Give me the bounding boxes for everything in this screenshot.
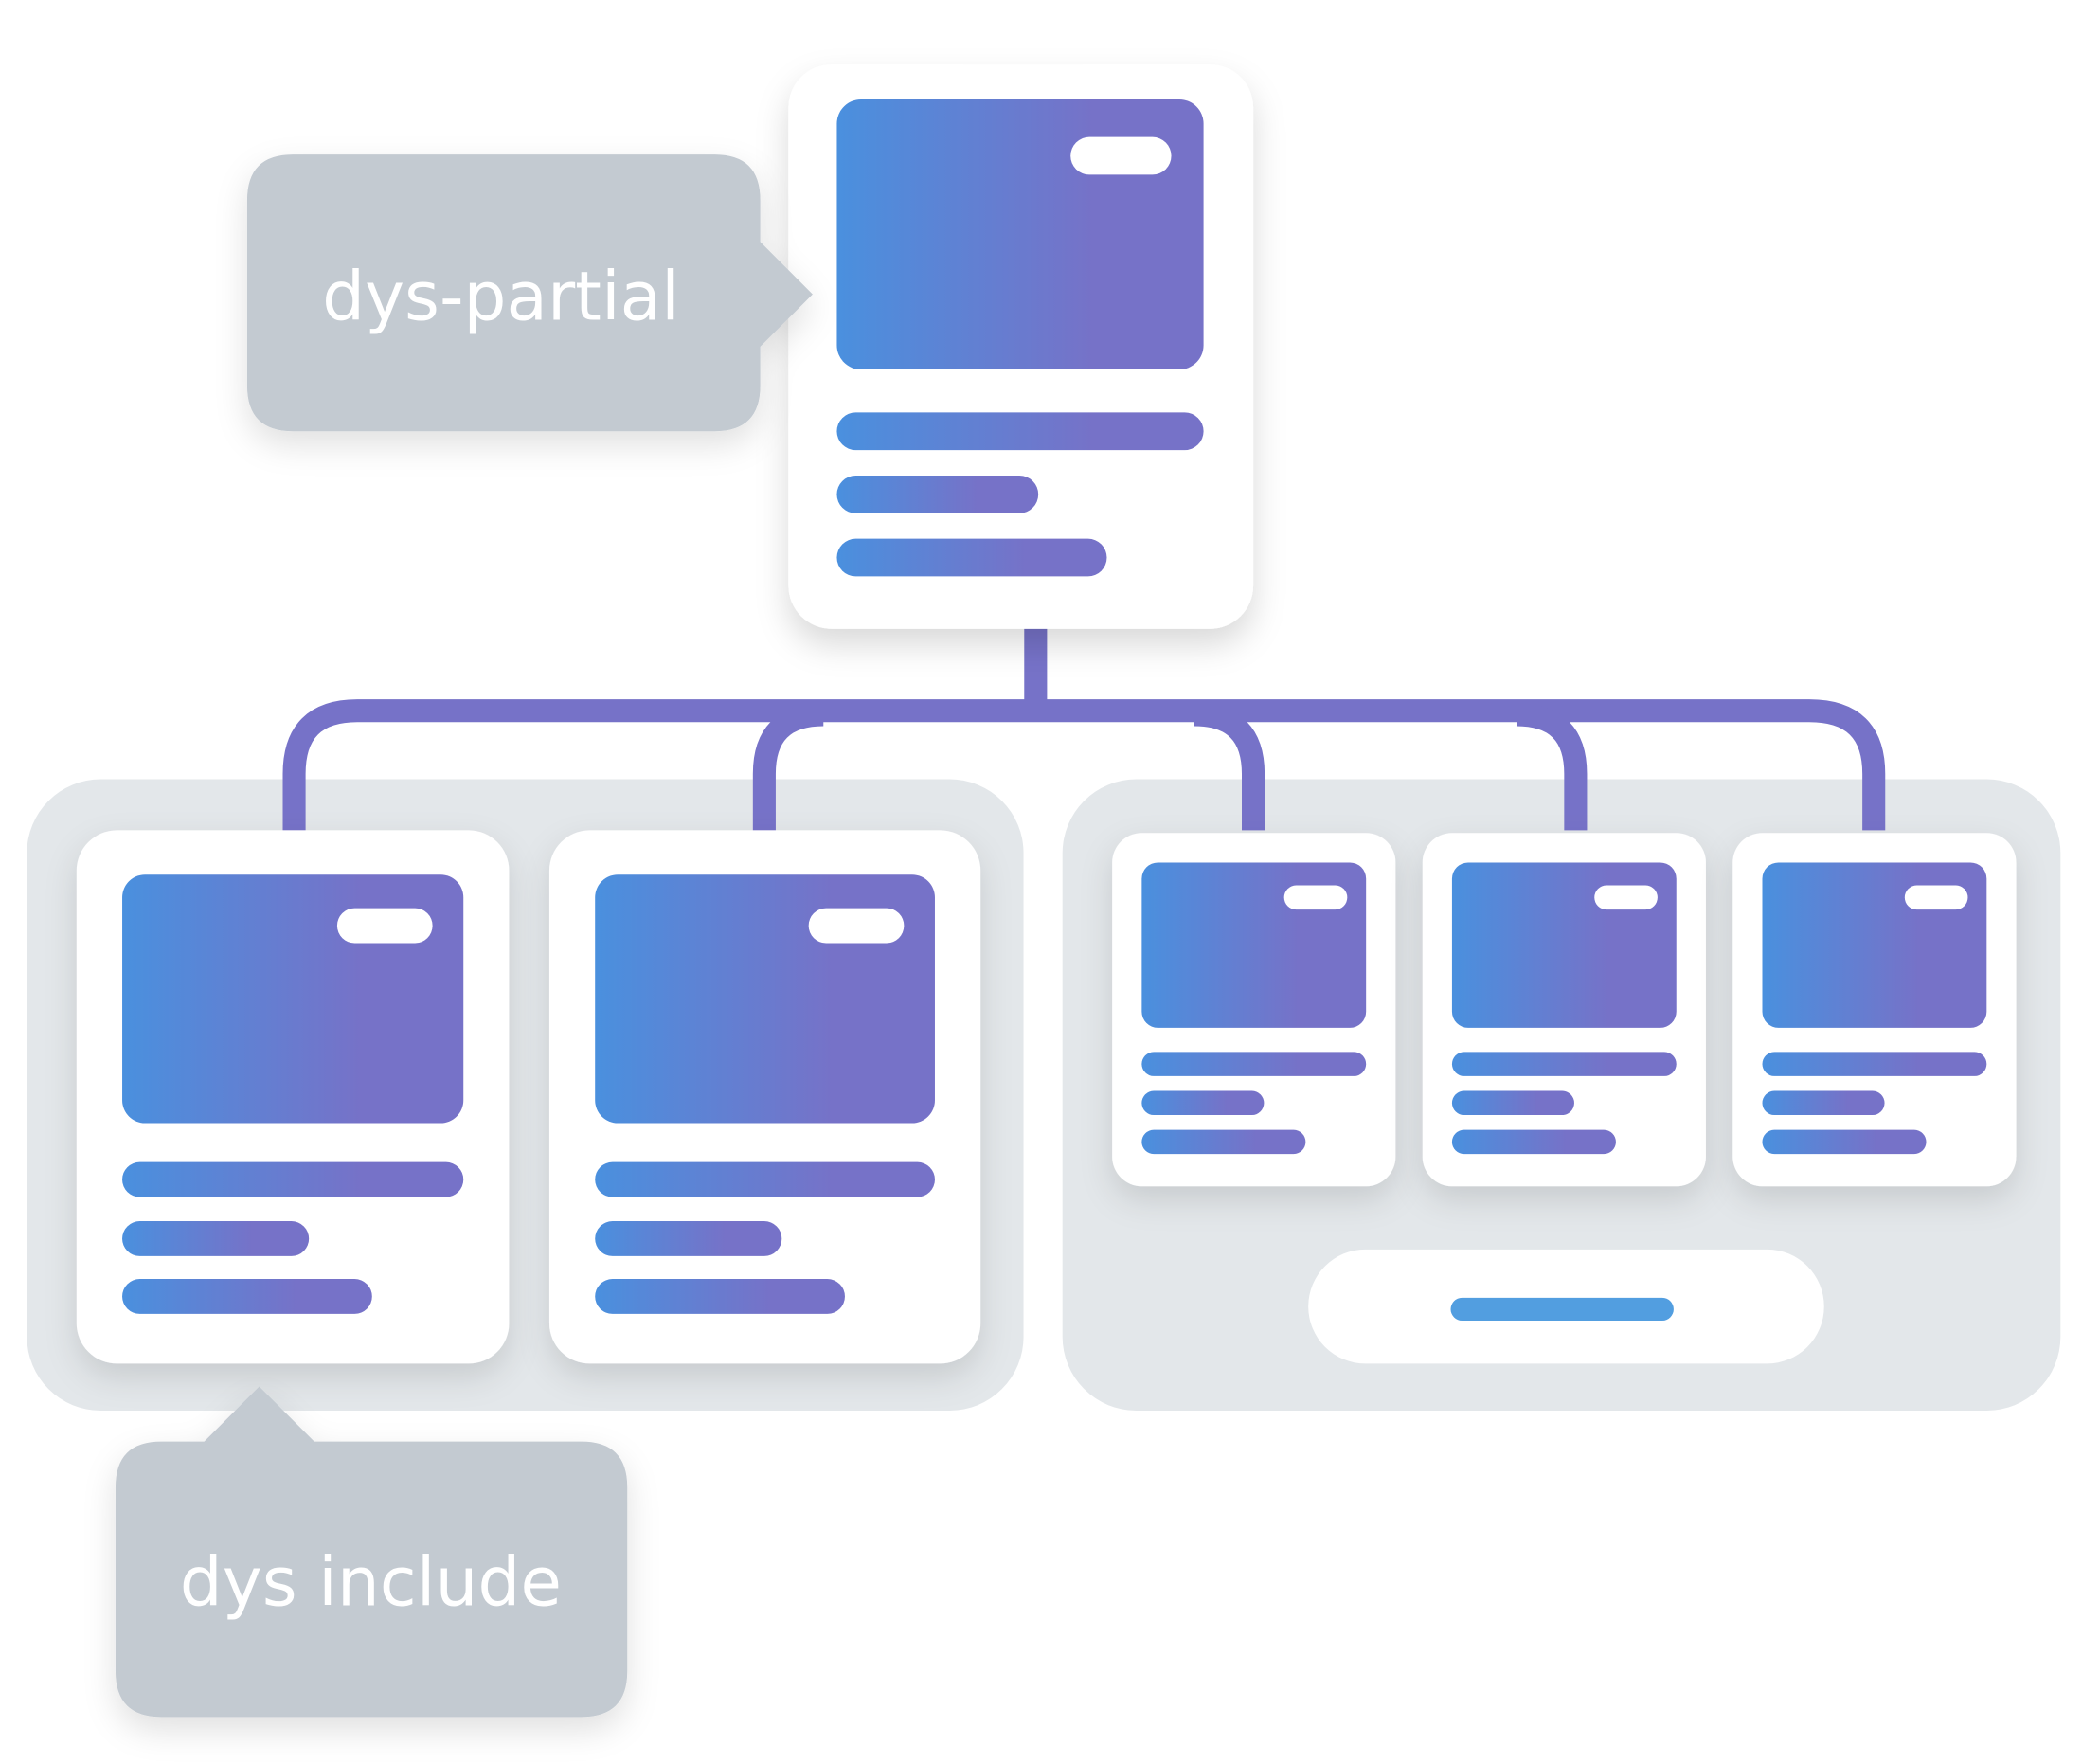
pill-badge-icon	[808, 908, 905, 944]
text-line-icon	[836, 476, 1039, 513]
text-line-icon	[1141, 1052, 1367, 1076]
partial-callout: dys-partial	[246, 154, 813, 432]
partial-callout-label: dys-partial	[322, 258, 680, 336]
right-card-1	[1112, 833, 1396, 1187]
right-card-3	[1732, 833, 2017, 1187]
pill-badge-icon	[336, 908, 433, 944]
text-line-icon	[1141, 1129, 1306, 1155]
include-callout-bubble	[115, 1386, 628, 1718]
text-line-icon	[122, 1279, 372, 1314]
include-callout: dys include	[115, 1386, 628, 1718]
text-line-icon	[1762, 1090, 1885, 1116]
text-line-icon	[1451, 1090, 1574, 1116]
text-line-icon	[122, 1221, 310, 1256]
left-card-1	[76, 830, 510, 1364]
text-line-icon	[1451, 1052, 1677, 1076]
pill-badge-icon	[1904, 885, 1968, 910]
text-line-icon	[836, 412, 1204, 451]
text-line-icon	[595, 1221, 782, 1256]
text-line-icon	[595, 1279, 845, 1314]
tree-connector-icon	[282, 628, 1886, 831]
text-line-icon	[1141, 1090, 1265, 1116]
pill-badge-icon	[1594, 885, 1658, 910]
text-line-icon	[1762, 1129, 1927, 1155]
load-more-bar	[1450, 1297, 1674, 1321]
left-card-2	[548, 830, 981, 1364]
load-more-button[interactable]	[1308, 1249, 1824, 1364]
partial-callout-bubble	[246, 154, 813, 432]
pill-badge-icon	[1283, 885, 1348, 910]
include-callout-label: dys include	[180, 1543, 562, 1622]
text-line-icon	[836, 538, 1107, 577]
top-card	[788, 64, 1254, 629]
pill-badge-icon	[1070, 136, 1172, 175]
text-line-icon	[1762, 1052, 1987, 1076]
text-line-icon	[595, 1161, 935, 1197]
text-line-icon	[122, 1161, 464, 1197]
text-line-icon	[1451, 1129, 1616, 1155]
right-card-2	[1422, 833, 1706, 1187]
